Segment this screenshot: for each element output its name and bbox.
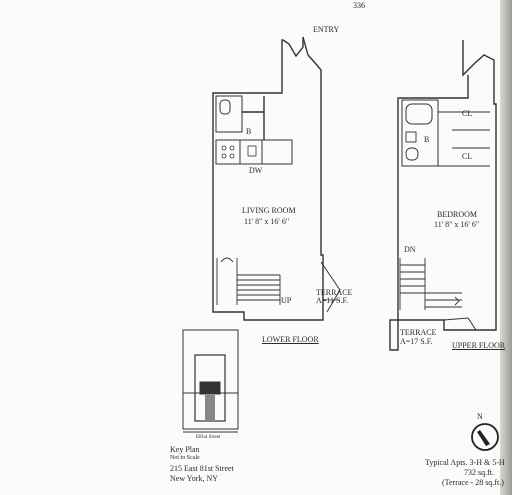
terrace-upper-area: A=17 S.F.	[400, 337, 433, 346]
north-arrow-icon	[471, 423, 499, 451]
down-label: DN	[404, 245, 416, 254]
upper-floor-title: UPPER FLOOR	[452, 341, 506, 350]
bedroom-dims: 11' 8" x 16' 6"	[434, 220, 480, 229]
page-edge	[500, 0, 512, 495]
upper-floor-plan	[389, 40, 497, 351]
key-plan-drawing	[182, 329, 239, 433]
key-plan-address-2: New York, NY	[170, 474, 219, 483]
upper-stair	[399, 258, 462, 310]
lower-floor-title: LOWER FLOOR	[262, 335, 319, 344]
key-plan-address-1: 215 East 81st Street	[170, 464, 234, 473]
terrace-lower-label: TERRACE	[316, 288, 353, 297]
key-plan-title: Key Plan	[170, 445, 200, 454]
bath-lower-label: B	[246, 127, 252, 136]
entry-label: ENTRY	[313, 25, 340, 34]
closet-1-label: CL	[462, 109, 473, 118]
lower-floor-walls	[212, 37, 324, 321]
key-plan-subtitle: Not to Scale	[170, 455, 200, 461]
summary-line-1: Typical Apts. 3-H & 5-H	[425, 458, 505, 467]
lower-stair	[216, 257, 281, 305]
living-room-label: LIVING ROOM	[242, 206, 296, 215]
summary-line-3: (Terrace - 28 sq.ft.)	[442, 478, 504, 487]
terrace-upper-label: TERRACE	[400, 328, 437, 337]
closet-2-label: CL	[462, 152, 473, 161]
key-plan-street: E81st Street	[196, 435, 221, 440]
terrace-lower-area: A=11 S.F.	[316, 296, 349, 305]
north-label: N	[477, 412, 483, 421]
dishwasher-label: DW	[249, 166, 263, 175]
bedroom-label: BEDROOM	[437, 210, 478, 219]
lower-floor-plan	[212, 36, 341, 321]
upper-floor-walls	[389, 40, 497, 351]
up-label: UP	[281, 296, 292, 305]
living-room-dims: 11' 8" x 16' 6"	[244, 217, 290, 226]
page-number: 336	[353, 1, 365, 10]
bath-upper-label: B	[424, 135, 430, 144]
summary-line-2: 732 sq.ft.	[464, 468, 494, 477]
